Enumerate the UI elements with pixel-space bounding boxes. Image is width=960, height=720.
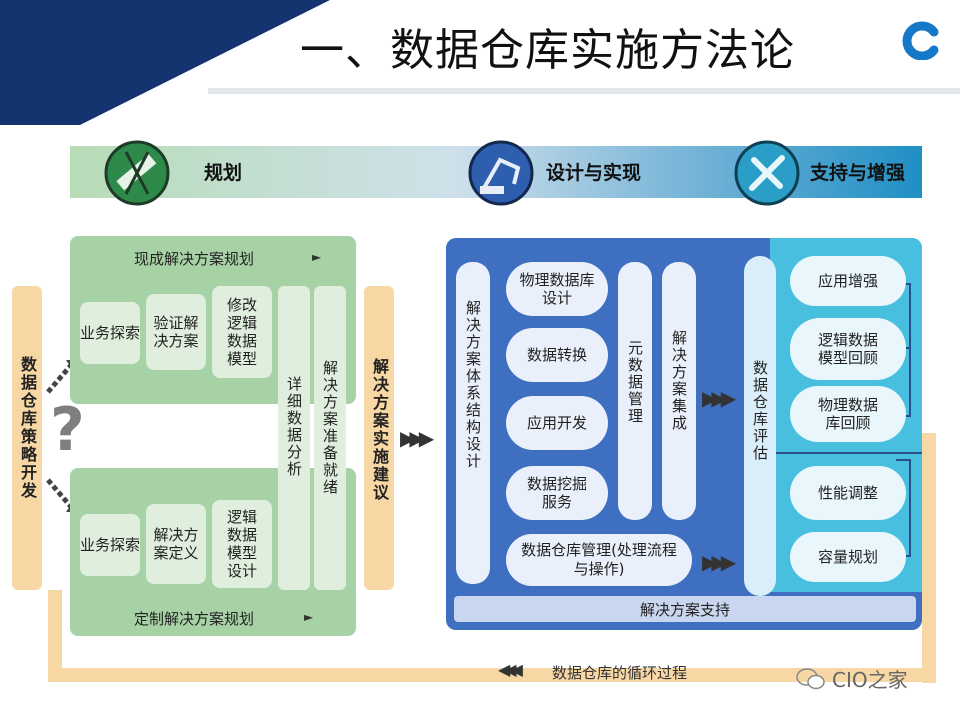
- watermark: CIO之家: [796, 664, 908, 693]
- integration-label: 解决方案集成: [670, 330, 688, 432]
- dw-management-label: 数据仓库管理(处理流程与操作): [521, 541, 677, 578]
- cycle-line-bottom: [48, 668, 936, 682]
- pill-data-transform: 数据转换: [506, 328, 608, 382]
- pill-physical-db-design: 物理数据库设计: [506, 262, 608, 316]
- strategy-bar: [12, 286, 42, 590]
- pill-physical-db-review: 物理数据库回顾: [790, 386, 906, 442]
- pill-app-enhance: 应用增强: [790, 256, 906, 306]
- pill-app-dev: 应用开发: [506, 396, 608, 450]
- question-mark: ?: [50, 395, 85, 465]
- box-solution-definition: 解决方案定义: [146, 504, 206, 584]
- box-validate-solution: 验证解决方案: [146, 294, 206, 370]
- box-logical-model-design: 逻辑数据模型设计: [212, 500, 272, 588]
- recommend-label: 解决方案实施建议: [370, 358, 389, 502]
- watermark-text: CIO之家: [832, 668, 908, 692]
- integration-column: [662, 262, 696, 520]
- pill-capacity-plan: 容量规划: [790, 532, 906, 582]
- dw-eval-column: [744, 256, 776, 596]
- arrows-to-eval-2: ▶▶▶: [702, 550, 736, 574]
- ready-made-title: 现成解决方案规划: [134, 250, 255, 268]
- col-detail-bg: [278, 286, 310, 590]
- pill-data-mining: 数据挖掘服务: [506, 466, 608, 520]
- cycle-line-right: [922, 433, 936, 683]
- arch-column: [456, 262, 490, 584]
- pill-dw-management: 数据仓库管理(处理流程与操作): [506, 534, 692, 586]
- wechat-icon: [796, 667, 825, 689]
- col-ready-bg: [314, 286, 346, 590]
- box-business-explore-1: 业务探索: [80, 302, 140, 364]
- support-divider: [776, 452, 922, 454]
- cycle-arrows: ◀◀◀: [498, 660, 523, 679]
- tools-icon: [734, 140, 800, 206]
- box-modify-logical-model: 修改逻辑数据模型: [212, 286, 272, 378]
- logo-icon: [902, 21, 939, 60]
- metadata-label: 元数据管理: [626, 340, 644, 425]
- recommend-bar: [364, 286, 394, 590]
- solution-support-bar: 解决方案支持: [454, 596, 916, 622]
- solution-support-label: 解决方案支持: [639, 600, 730, 619]
- arrows-to-design: ▶▶▶: [400, 426, 434, 450]
- corner-decoration: [0, 0, 960, 125]
- page-title: 一、数据仓库实施方法论: [300, 25, 795, 76]
- phase-label-planning: 规划: [204, 162, 243, 184]
- ready-made-arrow-icon: ►: [312, 250, 322, 264]
- dw-eval-label: 数据仓库评估: [751, 360, 769, 462]
- cycle-line-left: [48, 590, 62, 682]
- phase-label-support: 支持与增强: [810, 162, 906, 184]
- box-business-explore-2: 业务探索: [80, 514, 140, 576]
- col-detail-label: 详细数据分析: [285, 376, 303, 478]
- excavator-icon: [468, 140, 534, 206]
- pill-logical-model-review: 逻辑数据模型回顾: [790, 318, 906, 380]
- strategy-label: 数据仓库策略开发: [18, 356, 37, 500]
- metadata-column: [618, 262, 652, 520]
- arch-label: 解决方案体系结构设计: [464, 300, 482, 470]
- custom-arrow-icon: ►: [304, 610, 314, 624]
- col-ready-label: 解决方案准备就绪: [321, 360, 339, 496]
- custom-title: 定制解决方案规划: [134, 610, 255, 628]
- phase-label-design: 设计与实现: [546, 162, 642, 184]
- cycle-label: 数据仓库的循环过程: [552, 664, 688, 682]
- arrows-to-eval-1: ▶▶▶: [702, 386, 736, 410]
- pill-performance-tune: 性能调整: [790, 466, 906, 520]
- compass-ruler-icon: [104, 140, 170, 206]
